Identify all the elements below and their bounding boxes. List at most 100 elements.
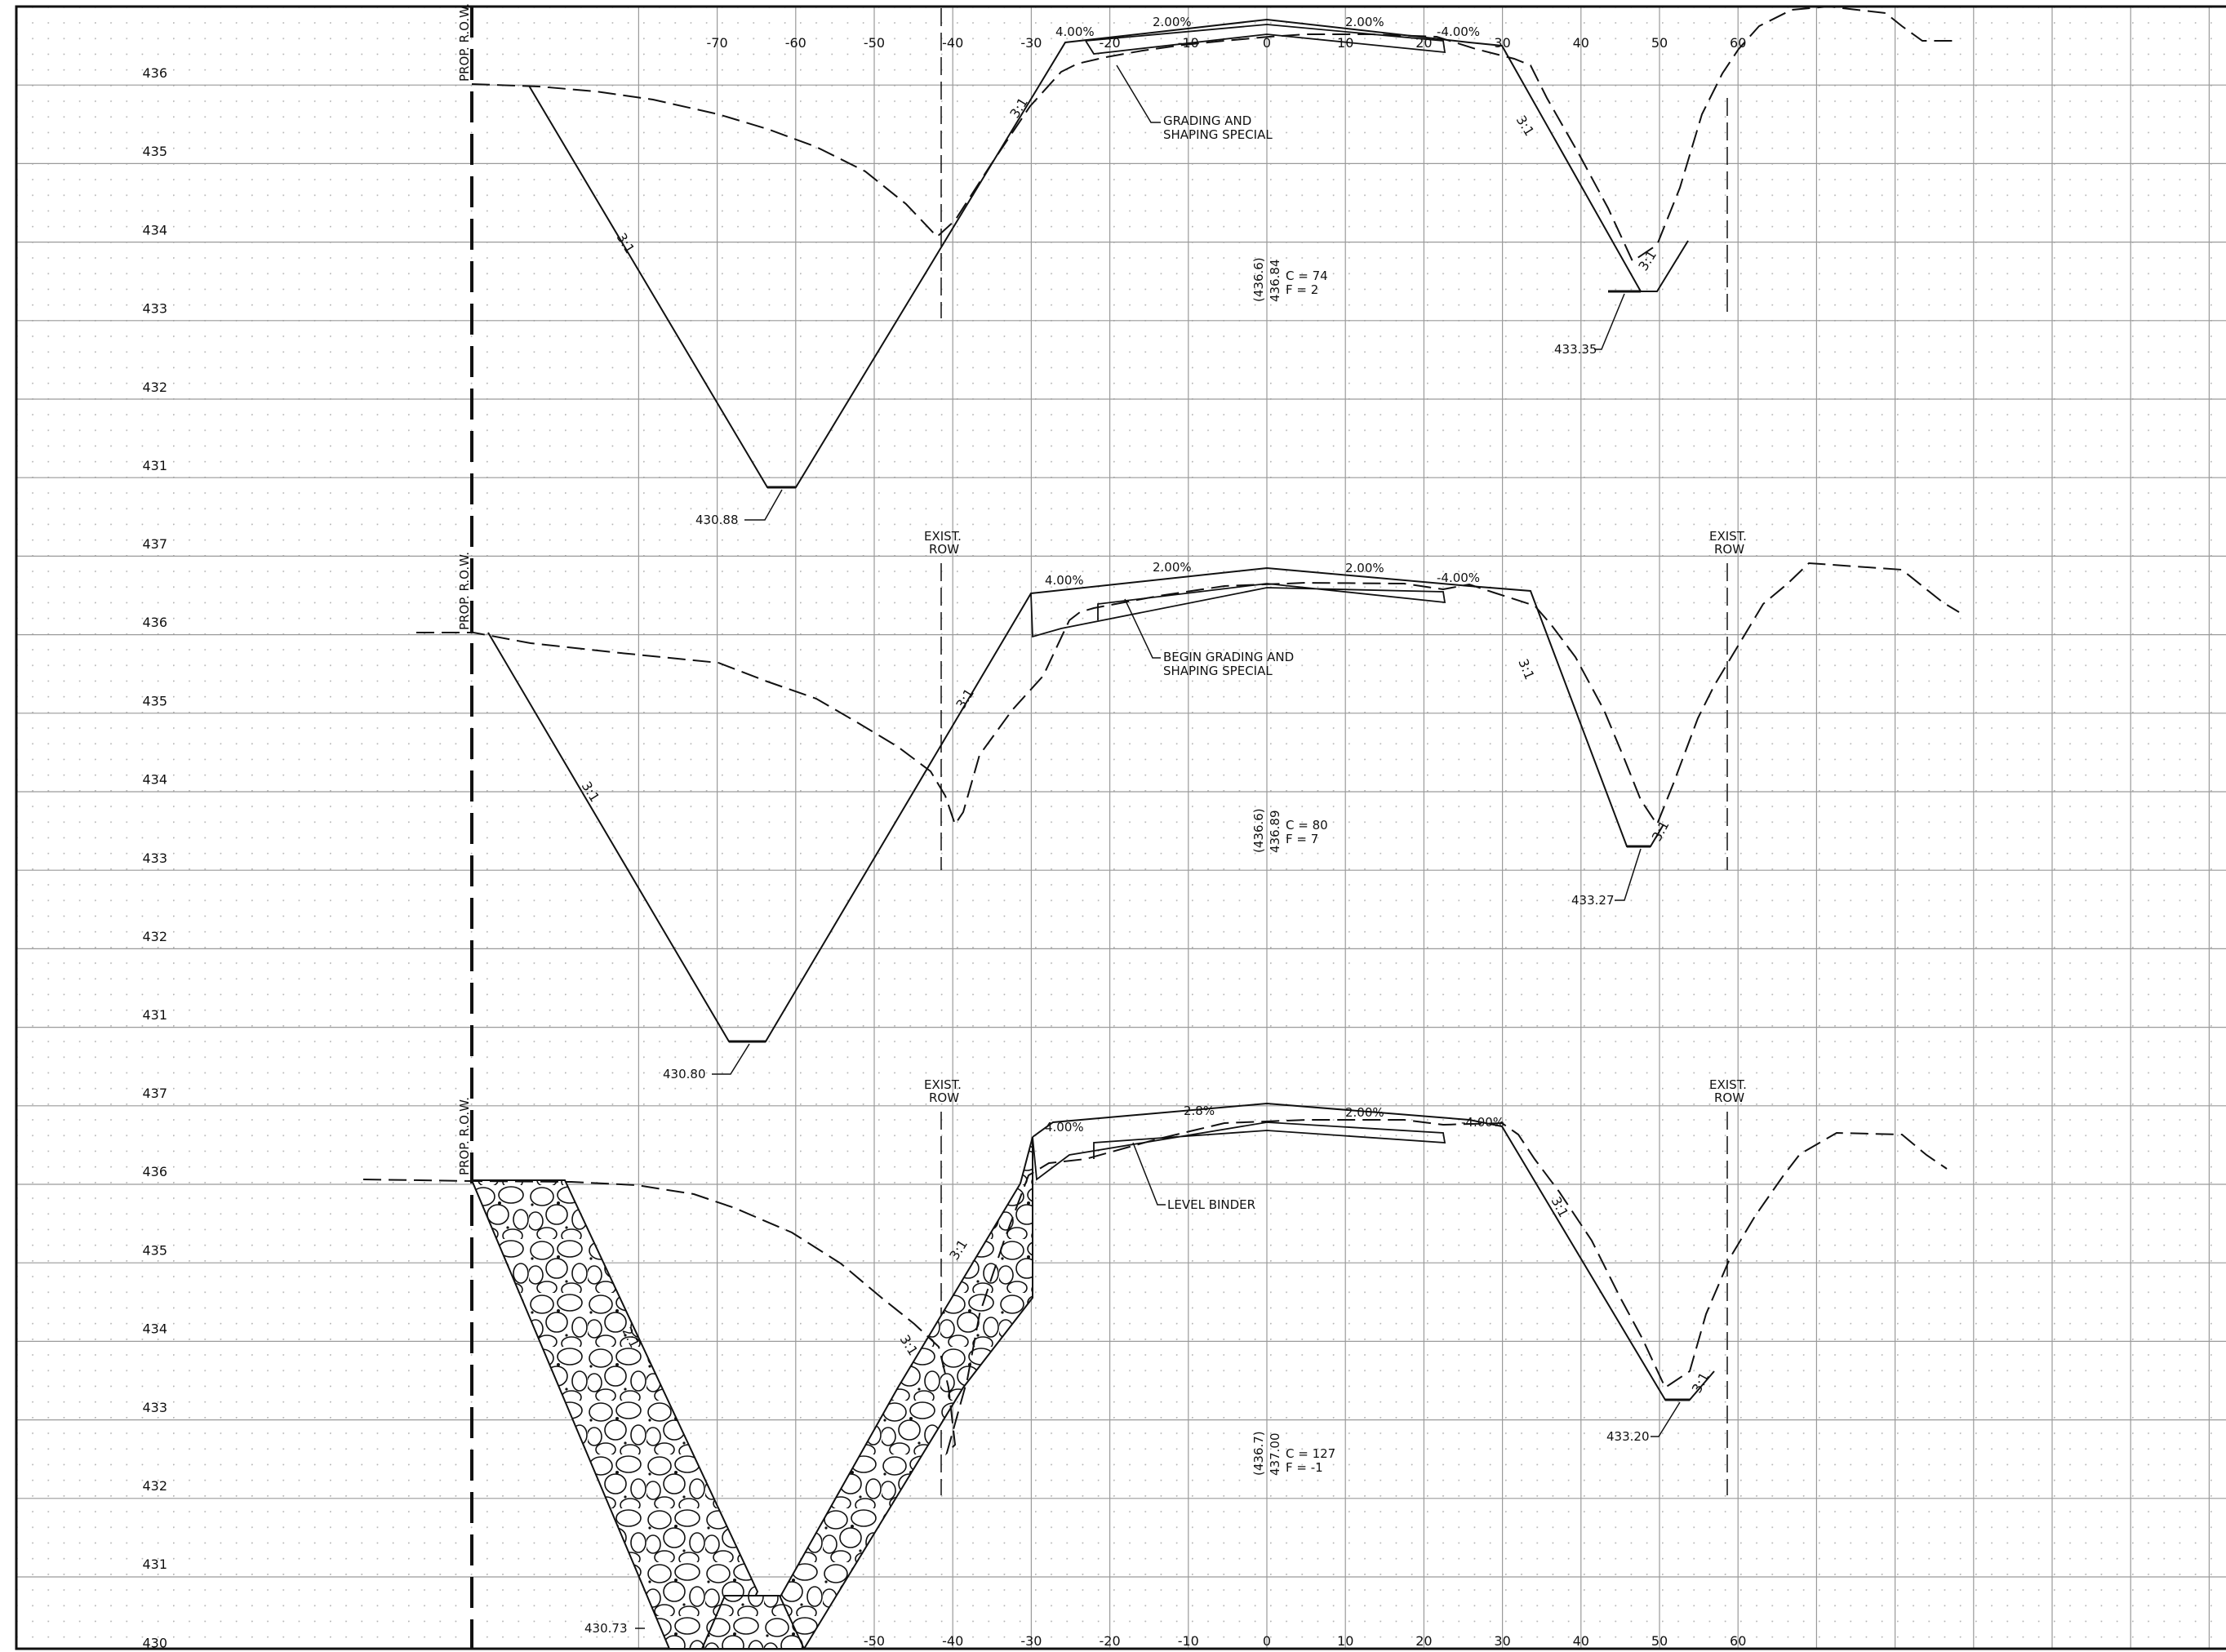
elevation-label: 431 bbox=[142, 458, 167, 473]
elevation-label: 434 bbox=[142, 1321, 167, 1337]
exist-row-label-right-1: EXIST. bbox=[1709, 529, 1747, 544]
cross-section-3: PROP. R.O.W. EXIST. ROW EXIST. ROW 2:1 3… bbox=[362, 1077, 1948, 1650]
callout-label: LEVEL BINDER bbox=[1167, 1197, 1255, 1212]
elevation-label: 434 bbox=[142, 222, 167, 238]
station-label: -40 bbox=[942, 1633, 963, 1649]
fill-value: F = -1 bbox=[1286, 1460, 1323, 1475]
elevation-label: 433 bbox=[142, 850, 167, 866]
ditch-right-elevation: 433.27 bbox=[1571, 893, 1615, 908]
cross-slope-right-inner: 2.00% bbox=[1345, 561, 1384, 575]
elevation-label: 436 bbox=[142, 65, 167, 81]
cut-value: C = 74 bbox=[1286, 269, 1328, 283]
riprap-ditch-bottom bbox=[700, 1595, 806, 1650]
callout-leader bbox=[1124, 598, 1161, 659]
ditch-left-leader bbox=[744, 489, 783, 521]
cross-slope-left-outer: 4.00% bbox=[1055, 24, 1095, 39]
fill-value: F = 7 bbox=[1286, 832, 1318, 846]
cross-slope-right-inner: 2.00% bbox=[1345, 1105, 1384, 1120]
station-label: -70 bbox=[707, 35, 728, 51]
station-label: 60 bbox=[1730, 1633, 1746, 1649]
ditch-right-leader bbox=[1651, 1401, 1681, 1437]
station-label: 50 bbox=[1651, 1633, 1668, 1649]
cross-slope-right-outer: -4.00% bbox=[1437, 571, 1480, 585]
elevation-label: 433 bbox=[142, 301, 167, 317]
elevation-label: 436 bbox=[142, 615, 167, 630]
center-proposed-elev: 436.89 bbox=[1268, 810, 1282, 854]
station-label: 0 bbox=[1263, 1633, 1271, 1649]
station-label: -30 bbox=[1020, 35, 1042, 51]
station-label: 50 bbox=[1651, 35, 1668, 51]
callout-line-1: BEGIN GRADING AND bbox=[1163, 650, 1294, 664]
exist-row-label-left-1: EXIST. bbox=[924, 1077, 962, 1092]
station-label: -50 bbox=[864, 35, 885, 51]
station-label: 30 bbox=[1494, 35, 1510, 51]
cut-value: C = 80 bbox=[1286, 818, 1328, 833]
ditch-left-elevation: 430.80 bbox=[663, 1067, 706, 1081]
ditch-right-leader bbox=[1594, 293, 1625, 350]
elevation-label: 434 bbox=[142, 772, 167, 788]
existing-ground-line bbox=[416, 562, 1960, 827]
sheet-border bbox=[15, 5, 2226, 1650]
center-proposed-elev: 436.84 bbox=[1268, 260, 1282, 303]
prop-row-label: PROP. R.O.W. bbox=[457, 1097, 472, 1175]
cross-section-2: PROP. R.O.W. EXIST. ROW EXIST. ROW 3:1 3… bbox=[416, 529, 1960, 1081]
exist-row-label-left-1: EXIST. bbox=[924, 529, 962, 544]
callout-line-2: SHAPING SPECIAL bbox=[1163, 664, 1273, 678]
pavement-layer bbox=[1030, 583, 1446, 638]
callout-line-1: LEVEL BINDER bbox=[1167, 1197, 1255, 1212]
station-label: -60 bbox=[785, 35, 806, 51]
exist-row-label-right-2: ROW bbox=[1714, 542, 1744, 557]
callout-leader bbox=[1132, 1142, 1166, 1206]
station-label: 30 bbox=[1494, 1633, 1510, 1649]
elevation-label: 437 bbox=[142, 1086, 167, 1101]
center-existing-elev: (436.7) bbox=[1251, 1431, 1266, 1476]
exist-row-label-right-1: EXIST. bbox=[1709, 1077, 1747, 1092]
prop-row-label: PROP. R.O.W. bbox=[457, 3, 472, 82]
pavement-layer bbox=[1032, 1121, 1446, 1181]
ditch-right-elevation: 433.20 bbox=[1606, 1429, 1650, 1444]
ditch-right-leader bbox=[1615, 848, 1642, 901]
station-label: 40 bbox=[1573, 1633, 1589, 1649]
station-label: 10 bbox=[1337, 1633, 1353, 1649]
prop-row-label: PROP. R.O.W. bbox=[457, 552, 472, 630]
elevation-label: 437 bbox=[142, 536, 167, 552]
station-label: -10 bbox=[1178, 1633, 1199, 1649]
cross-slope-left-outer: 4.00% bbox=[1045, 573, 1084, 588]
elevation-label: 432 bbox=[142, 380, 167, 395]
cross-slope-left-inner: 2.8% bbox=[1184, 1104, 1215, 1118]
station-label: 40 bbox=[1573, 35, 1589, 51]
elevation-label: 431 bbox=[142, 1557, 167, 1572]
center-existing-elev: (436.6) bbox=[1251, 808, 1266, 853]
station-label: 20 bbox=[1415, 1633, 1432, 1649]
station-label: -30 bbox=[1020, 1633, 1042, 1649]
elevation-label: 435 bbox=[142, 1242, 167, 1258]
callout-label: GRADING AND SHAPING SPECIAL bbox=[1163, 113, 1273, 142]
elevation-label: 435 bbox=[142, 693, 167, 708]
cross-slope-left-outer: 4.00% bbox=[1045, 1120, 1084, 1135]
cut-value: C = 127 bbox=[1286, 1446, 1335, 1461]
center-existing-elev: (436.6) bbox=[1251, 257, 1266, 302]
fill-value: F = 2 bbox=[1286, 282, 1318, 297]
station-label: -40 bbox=[942, 35, 963, 51]
elevation-label: 431 bbox=[142, 1007, 167, 1023]
callout-label: BEGIN GRADING AND SHAPING SPECIAL bbox=[1163, 650, 1298, 678]
center-proposed-elev: 437.00 bbox=[1268, 1433, 1282, 1477]
row-lines bbox=[470, 7, 1728, 1649]
grid-dots bbox=[16, 7, 2226, 1649]
elevation-labels: 436 435 434 433 432 431 437 436 435 434 433 432 431 4… bbox=[142, 65, 167, 1650]
station-label: 60 bbox=[1730, 35, 1746, 51]
elevation-label: 433 bbox=[142, 1400, 167, 1415]
elevation-label: 436 bbox=[142, 1164, 167, 1179]
cross-slope-left-inner: 2.00% bbox=[1153, 560, 1192, 575]
station-label: -20 bbox=[1100, 1633, 1121, 1649]
exist-row-label-right-2: ROW bbox=[1714, 1090, 1744, 1105]
ditch-left-leader bbox=[712, 1043, 750, 1075]
exist-row-label-left-2: ROW bbox=[929, 542, 959, 557]
existing-ground-line bbox=[362, 1119, 1948, 1456]
ditch-right-elevation: 433.35 bbox=[1554, 342, 1597, 357]
callout-leader bbox=[1116, 64, 1161, 123]
cross-slope-right-outer: -4.00% bbox=[1461, 1115, 1504, 1130]
elevation-label: 432 bbox=[142, 1478, 167, 1494]
